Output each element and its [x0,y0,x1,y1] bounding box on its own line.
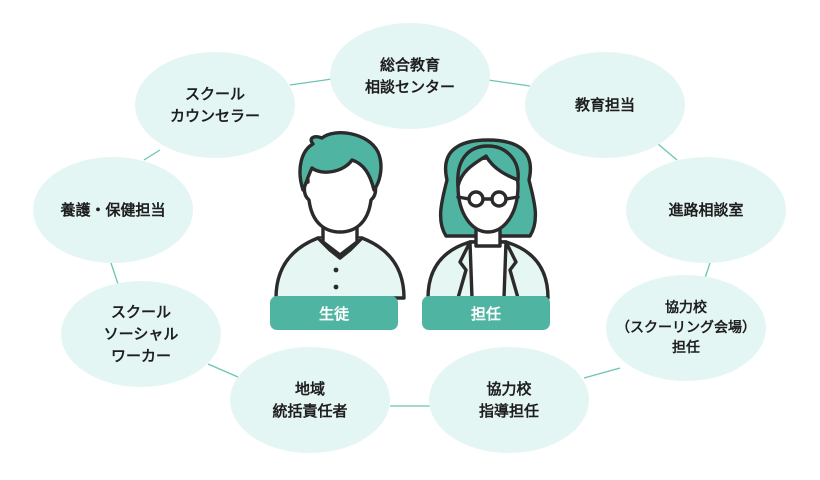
node-label: 地域 統括責任者 [272,380,348,420]
student-label: 生徒 [318,304,349,323]
node-regional-manager: 地域 統括責任者 [230,347,390,453]
node-label: 進路相談室 [668,201,744,219]
node-label: 養護・保健担当 [60,201,166,219]
node-label: スクール ソーシャル ワーカー [103,303,179,365]
node-label: 協力校 指導担任 [478,380,539,420]
teacher-label: 担任 [470,304,501,323]
node-label: 教育担当 [574,96,635,114]
student-badge: 生徒 [270,296,398,330]
node-general-education-center: 総合教育 相談センター [330,23,490,129]
node-school-counselor: スクール カウンセラー [135,52,295,158]
node-label: スクール カウンセラー [169,85,260,125]
node-education-staff: 教育担当 [525,52,685,158]
node-partner-school-guidance-homeroom: 協力校 指導担任 [429,347,589,453]
teacher-badge: 担任 [422,296,550,330]
node-health-care-staff: 養護・保健担当 [33,157,193,263]
student-person-icon [274,131,406,300]
node-career-counseling-room: 進路相談室 [626,157,786,263]
node-label: 総合教育 相談センター [364,56,455,96]
node-school-social-worker: スクール ソーシャル ワーカー [61,281,221,387]
node-partner-school-schooling-homeroom: 協力校 （スクーリング会場） 担任 [606,275,766,381]
teacher-person-icon [426,138,550,300]
node-label: 協力校 （スクーリング会場） 担任 [616,300,756,356]
